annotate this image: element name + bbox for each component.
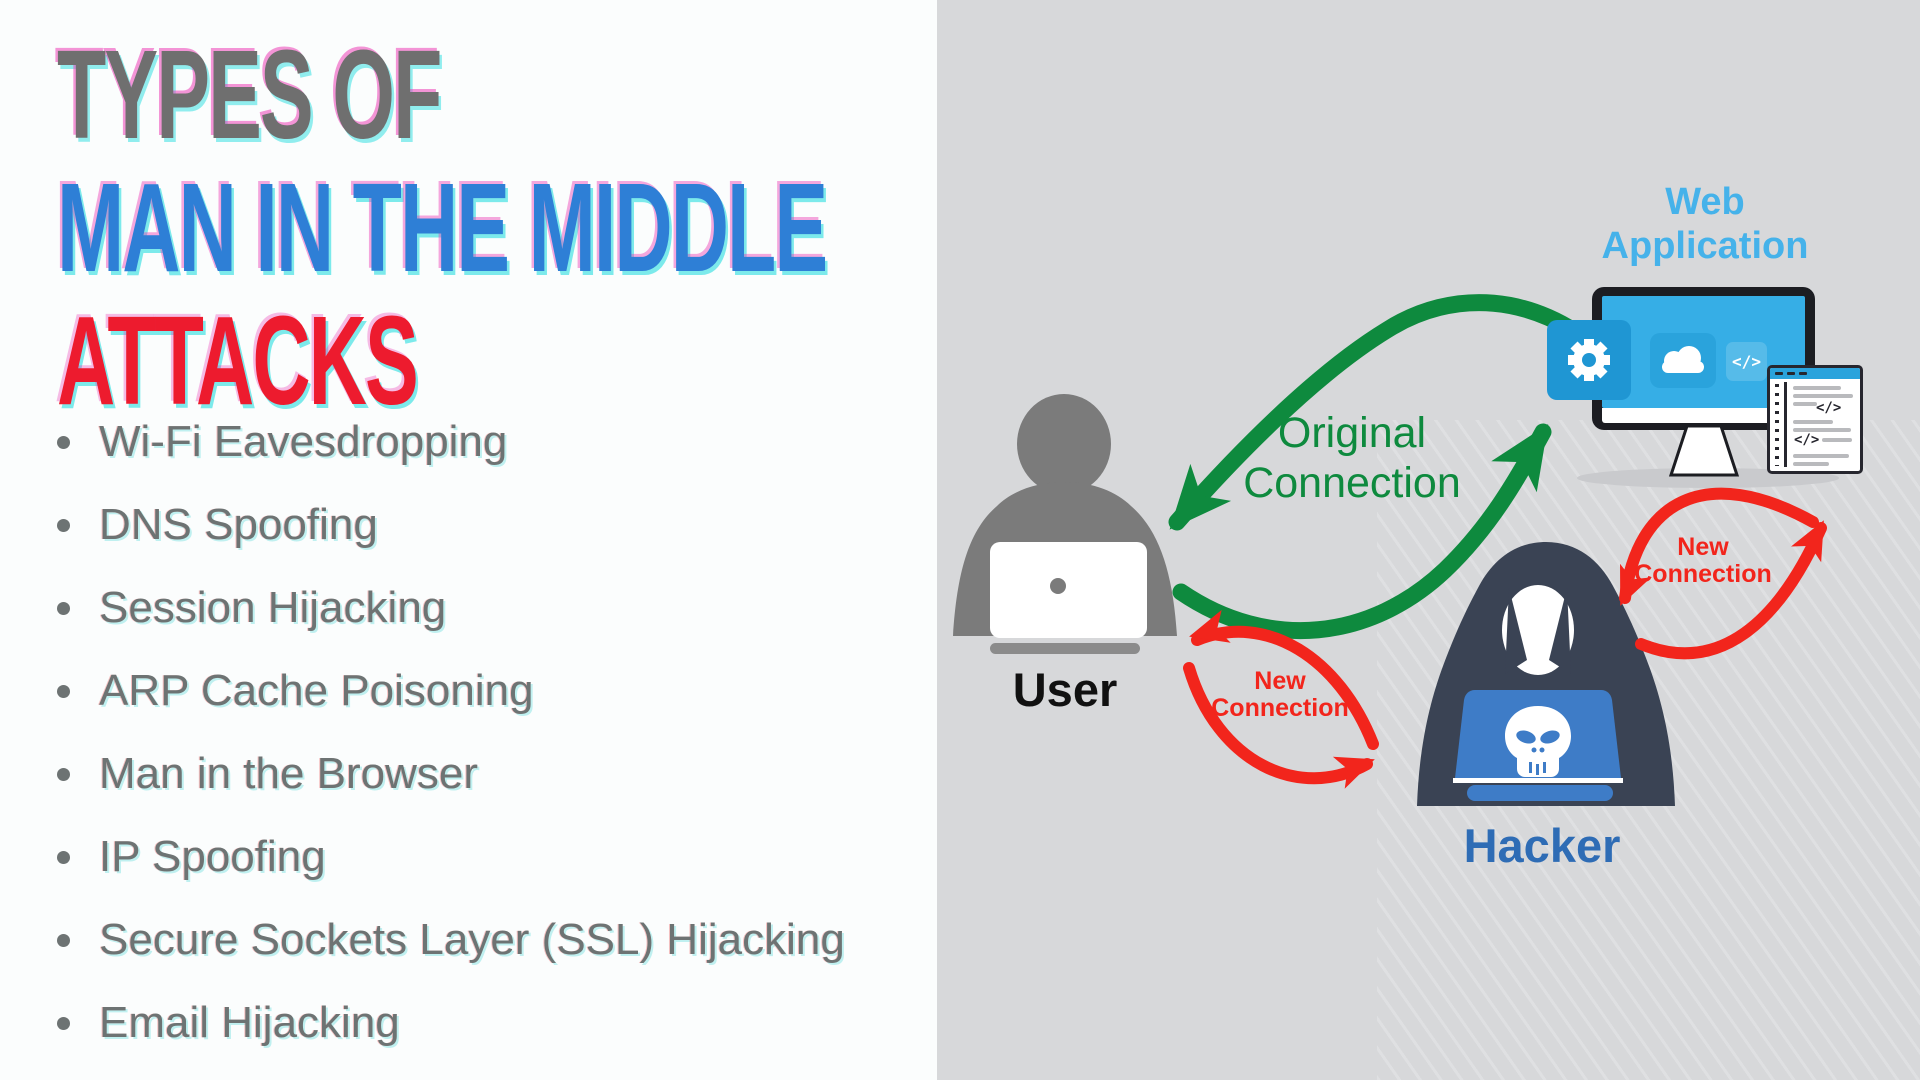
title-line-3: ATTACKS: [57, 290, 419, 431]
attack-type-list: Wi-Fi Eavesdropping DNS Spoofing Session…: [57, 400, 845, 1064]
list-item: ARP Cache Poisoning: [57, 649, 845, 732]
original-connection-label: Original Connection: [1243, 409, 1461, 507]
title-line-1: TYPES OF: [57, 24, 442, 165]
bullet-icon: [57, 933, 70, 947]
bullet-icon: [57, 601, 70, 615]
list-item-label: Session Hijacking: [99, 582, 447, 632]
list-item: Man in the Browser: [57, 732, 845, 815]
list-item: Wi-Fi Eavesdropping: [57, 400, 845, 483]
hacker-label: Hacker: [1463, 819, 1621, 872]
new-connection-label-hacker-webapp: New Connection: [1634, 533, 1772, 588]
bullet-icon: [57, 1016, 70, 1030]
list-item: Secure Sockets Layer (SSL) Hijacking: [57, 898, 845, 981]
list-item: DNS Spoofing: [57, 483, 845, 566]
doc-code-glyph: </>: [1794, 432, 1820, 448]
bullet-icon: [57, 684, 70, 698]
new-connection-label-user-hacker: New Connection: [1211, 667, 1349, 722]
list-item-label: Wi-Fi Eavesdropping: [99, 416, 508, 466]
rail-divider: [1784, 382, 1787, 467]
gear-tile: [1547, 320, 1631, 400]
webapp-label-line1: Web: [1665, 181, 1745, 223]
hacker-laptop-icon: [1453, 690, 1623, 801]
bullet-icon: [57, 435, 70, 449]
diagram-panel: User: [937, 0, 1920, 1080]
title-line-2: MAN IN THE MIDDLE: [57, 157, 828, 298]
webapp-label-line2: Application: [1601, 225, 1809, 267]
list-item-label: Email Hijacking: [99, 997, 400, 1047]
list-item: Email Hijacking: [57, 981, 845, 1064]
gear-icon: [1568, 339, 1610, 381]
arrowhead-to-user: [1189, 609, 1231, 643]
cloud-tile: [1650, 333, 1716, 388]
page-title: TYPES OF MAN IN THE MIDDLE ATTACKS: [57, 28, 1259, 427]
list-item-label: ARP Cache Poisoning: [99, 665, 534, 715]
webapp-label: Web Application: [1575, 180, 1835, 268]
code-tile: </>: [1726, 342, 1767, 381]
list-item-label: Secure Sockets Layer (SSL) Hijacking: [99, 914, 845, 964]
list-item: IP Spoofing: [57, 815, 845, 898]
bullet-icon: [57, 850, 70, 864]
list-item: Session Hijacking: [57, 566, 845, 649]
cloud-icon: [1662, 346, 1704, 373]
laptop-icon: [990, 542, 1147, 654]
arrowhead-to-hacker: [1332, 756, 1375, 789]
list-item-label: DNS Spoofing: [99, 499, 378, 549]
code-document-icon: </> </>: [1767, 365, 1863, 474]
code-icon: </>: [1732, 352, 1761, 371]
skull-icon: [1505, 706, 1571, 777]
monitor-stand: [1668, 426, 1740, 477]
doc-code-glyph: </>: [1816, 400, 1842, 416]
code-window-header: [1770, 368, 1860, 379]
list-item-label: Man in the Browser: [99, 748, 479, 798]
monitor-chin: [1602, 408, 1805, 423]
left-panel: TYPES OF MAN IN THE MIDDLE ATTACKS Wi-Fi…: [0, 0, 937, 1080]
user-label: User: [1012, 663, 1118, 716]
bullet-icon: [57, 518, 70, 532]
line-number-rail: [1775, 384, 1779, 466]
list-item-label: IP Spoofing: [99, 831, 326, 881]
bullet-icon: [57, 767, 70, 781]
user-icon: [953, 394, 1177, 654]
